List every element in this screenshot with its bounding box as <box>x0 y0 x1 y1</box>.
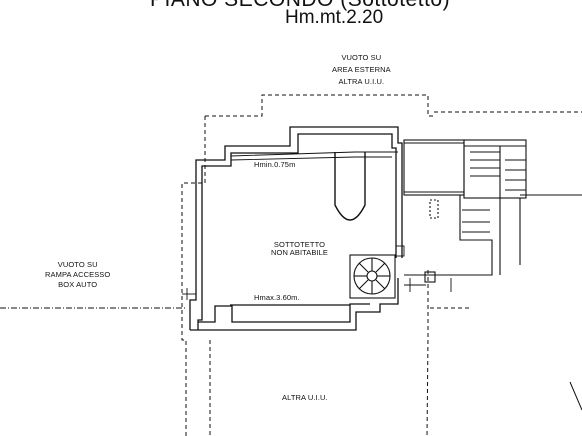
drawing-subtitle-height: Hm.mt.2.20 <box>285 7 384 28</box>
label-line: VUOTO SU <box>57 260 98 269</box>
label-line: BOX AUTO <box>58 279 98 289</box>
label-hmax: Hmax.3.60m. <box>254 293 300 302</box>
spiral-stair <box>349 254 396 299</box>
right-edge-mark <box>569 381 582 411</box>
column-marks <box>182 245 452 300</box>
vault-outline <box>334 152 366 221</box>
label-altra-uiu: ALTRA U.I.U. <box>282 393 328 402</box>
label-hmin: Hmin.0.75m <box>254 160 296 169</box>
label-line: ALTRA U.I.U. <box>338 76 385 86</box>
label-line: NON ABITABILE <box>271 247 329 257</box>
label-line: VUOTO SU <box>341 53 382 62</box>
main-walls <box>189 126 403 331</box>
label-sottotetto: SOTTOTETTO NON ABITABILE <box>271 241 328 257</box>
interior-partition <box>230 151 398 157</box>
right-stair-block <box>403 139 582 283</box>
dashed-boundary <box>181 94 582 436</box>
drawing-title: PIANO SECONDO (Sottotetto) <box>150 0 450 11</box>
label-vuoto-rampa: VUOTO SU RAMPA ACCESSO BOX AUTO <box>45 261 110 289</box>
label-line: SOTTOTETTO <box>273 240 326 249</box>
label-vuoto-area-esterna: VUOTO SU AREA ESTERNA ALTRA U.I.U. <box>332 54 391 86</box>
label-line: AREA ESTERNA <box>332 64 391 74</box>
label-line: RAMPA ACCESSO <box>45 269 111 279</box>
